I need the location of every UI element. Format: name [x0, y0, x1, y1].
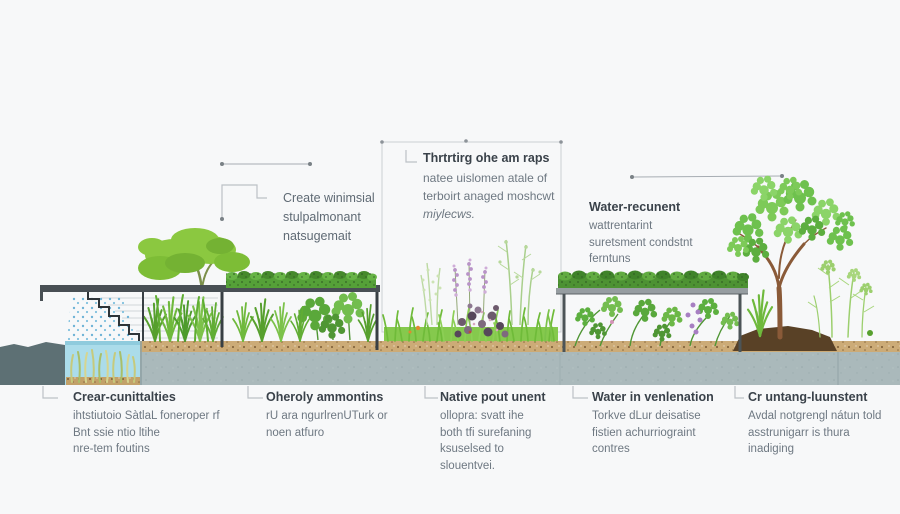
label-bottom-1: Crear-cunittalties ihtstiutoio SàtlaL fo… — [73, 389, 220, 458]
shrub-bed — [232, 292, 379, 342]
left-structure-bar — [40, 285, 380, 350]
label-line: nre-tem foutins — [73, 443, 150, 456]
left-grass-bed — [143, 294, 224, 343]
big-tree — [727, 175, 855, 340]
green-roof-planter — [556, 270, 749, 352]
label-line: contres — [592, 443, 630, 456]
label-title: Native pout unent — [440, 390, 546, 404]
leader-line-top-right — [630, 174, 784, 179]
purple-flowers — [685, 302, 703, 335]
label-top-right: Water-recunent wattrentarint suretsment … — [589, 199, 693, 268]
bottom-leader-lines — [42, 386, 744, 399]
tall-pale-plant — [497, 239, 542, 326]
label-line: Avdal notgrengl nátun told — [748, 409, 882, 422]
label-line: Create winimsial — [283, 191, 375, 205]
pink-flower — [610, 320, 614, 324]
tree-soil-mound — [733, 326, 837, 351]
label-line: ihtstiutoio SàtlaL foneroper rf — [73, 409, 220, 422]
label-framed-center: Thrtrtirg ohe am raps natee uislomen ata… — [423, 150, 554, 223]
label-bottom-4: Water in venlenation Torkve dLur deisati… — [592, 389, 714, 458]
label-title: Oheroly ammontins — [266, 390, 384, 404]
water-basin — [65, 341, 140, 385]
dark-foliage-clump — [454, 303, 509, 338]
meadow-bed — [382, 239, 558, 342]
hedge-strip — [226, 271, 377, 288]
purple-flower-spikes — [452, 258, 488, 326]
label-line: both tfi surefaning — [440, 426, 532, 439]
aquatic-plants — [70, 349, 136, 383]
label-bottom-5: Cr untang-luunstent Avdal notgrengl nátu… — [748, 389, 881, 458]
label-line: terboirt anaged moshcwt — [423, 188, 555, 203]
right-ferns — [746, 259, 875, 338]
label-title: Water-recunent — [589, 200, 681, 214]
label-line: Torkve dLur deisatise — [592, 409, 701, 422]
label-line: natee uislomen atale of — [423, 170, 548, 185]
water-spray — [66, 296, 138, 341]
label-line: stulpalmonant — [283, 209, 361, 224]
label-line: asstrunigarr is thura — [748, 426, 850, 439]
dark-retaining-wall — [0, 342, 65, 385]
label-title: Thrtrtirg ohe am raps — [423, 151, 550, 165]
leader-line-top-left — [220, 162, 312, 221]
label-line: wattrentarint — [589, 219, 653, 232]
label-line: fistien achurriograint — [592, 426, 696, 439]
label-line: noen atfuro — [266, 426, 325, 439]
label-line: ferntuns — [589, 253, 631, 266]
label-line: rU ara ngurlrenUTurk or — [266, 409, 388, 422]
label-line: suretsment condstnt — [589, 236, 693, 249]
label-line: natsugemait — [283, 228, 352, 243]
label-top-left: Create winimsial stulpalmonant natsugema… — [283, 189, 375, 245]
label-line: Bnt ssie ntio ltihe — [73, 426, 160, 439]
label-line: ollopra: svatt ihe — [440, 409, 524, 422]
label-bottom-3: Native pout unent ollopra: svatt ihe bot… — [440, 389, 546, 475]
label-title: Water in venlenation — [592, 390, 714, 404]
small-tree — [138, 228, 250, 290]
label-title: Cr untang-luunstent — [748, 390, 868, 404]
label-line: ksuselsed to — [440, 443, 504, 456]
label-line: miylecws. — [423, 206, 476, 221]
label-line: slouentvei. — [440, 459, 495, 472]
label-line: inadiging — [748, 443, 795, 456]
orange-flower — [415, 325, 421, 331]
label-bottom-2: Oheroly ammontins rU ara ngurlrenUTurk o… — [266, 389, 388, 441]
label-title: Crear-cunittalties — [73, 390, 176, 404]
planter-plants — [574, 296, 740, 347]
feathery-plant — [420, 262, 441, 326]
